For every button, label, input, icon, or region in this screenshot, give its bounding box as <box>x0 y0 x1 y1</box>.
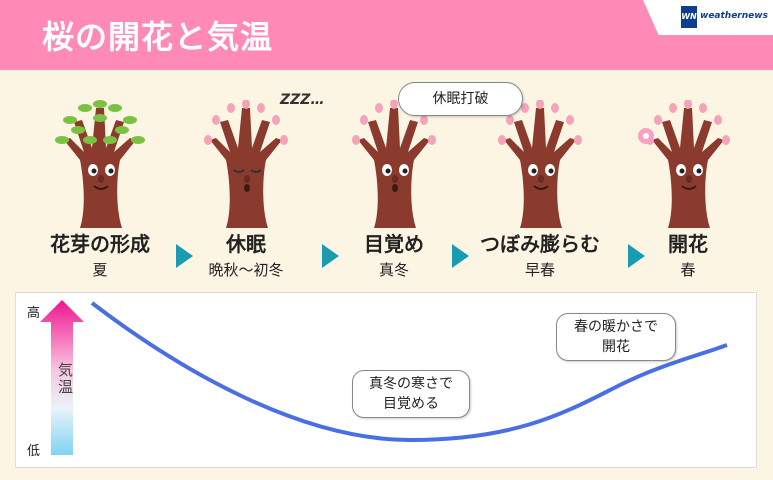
stage-season: 真冬 <box>378 261 409 279</box>
arrow-right-icon <box>452 244 469 268</box>
stage-label: 目覚め真冬 <box>324 228 464 280</box>
header-banner: 桜の開花と気温 WN weathernews <box>0 0 773 70</box>
winter-note-bubble: 真冬の寒さで 目覚める <box>352 370 470 418</box>
low-label: 低 <box>27 444 41 459</box>
sleep-zzz: ZZZ… <box>280 92 325 108</box>
bubble-text: 休眠打破 <box>432 91 489 107</box>
waking-tree-icon <box>344 99 444 228</box>
stage-season: 春 <box>680 261 696 279</box>
note-line: 開花 <box>602 339 630 355</box>
note-line: 目覚める <box>383 396 439 412</box>
sleeping-tree-icon <box>196 99 296 228</box>
arrow-right-icon <box>322 244 339 268</box>
arrow-right-icon <box>176 244 193 268</box>
temperature-axis-label: 気温 <box>56 362 74 396</box>
stage-season: 夏 <box>92 261 108 279</box>
stage-name: 花芽の形成 <box>50 232 150 256</box>
temperature-curve <box>90 301 728 443</box>
page-title: 桜の開花と気温 <box>42 18 274 56</box>
stage-name: 開花 <box>668 232 708 256</box>
arrow-right-icon <box>628 244 645 268</box>
note-line: 春の暖かさで <box>574 319 658 335</box>
stage-label: 休眠晩秋～初冬 <box>176 228 316 280</box>
dormancy-break-bubble: 休眠打破 <box>398 82 523 116</box>
stage-label: 開花春 <box>618 228 758 280</box>
high-label: 高 <box>27 306 41 321</box>
stage-label: つぼみ膨らむ早春 <box>470 228 610 280</box>
weathernews-logo: WN weathernews <box>643 0 773 35</box>
logo-mark: WN <box>681 6 697 28</box>
spring-note-bubble: 春の暖かさで 開花 <box>556 313 676 361</box>
temperature-gradient-arrow <box>40 300 84 455</box>
budding-tree-icon <box>490 99 590 228</box>
stage-season: 晩秋～初冬 <box>208 261 284 279</box>
stage-name: 目覚め <box>364 232 424 256</box>
note-line: 真冬の寒さで <box>369 376 453 392</box>
stage-label: 花芽の形成夏 <box>30 228 170 280</box>
leafy-tree-icon <box>50 100 150 228</box>
stage-name: つぼみ膨らむ <box>480 232 600 256</box>
stage-name: 休眠 <box>226 232 266 256</box>
blooming-tree-icon <box>638 99 738 228</box>
stage-season: 早春 <box>524 261 555 279</box>
logo-text: weathernews <box>700 11 768 21</box>
